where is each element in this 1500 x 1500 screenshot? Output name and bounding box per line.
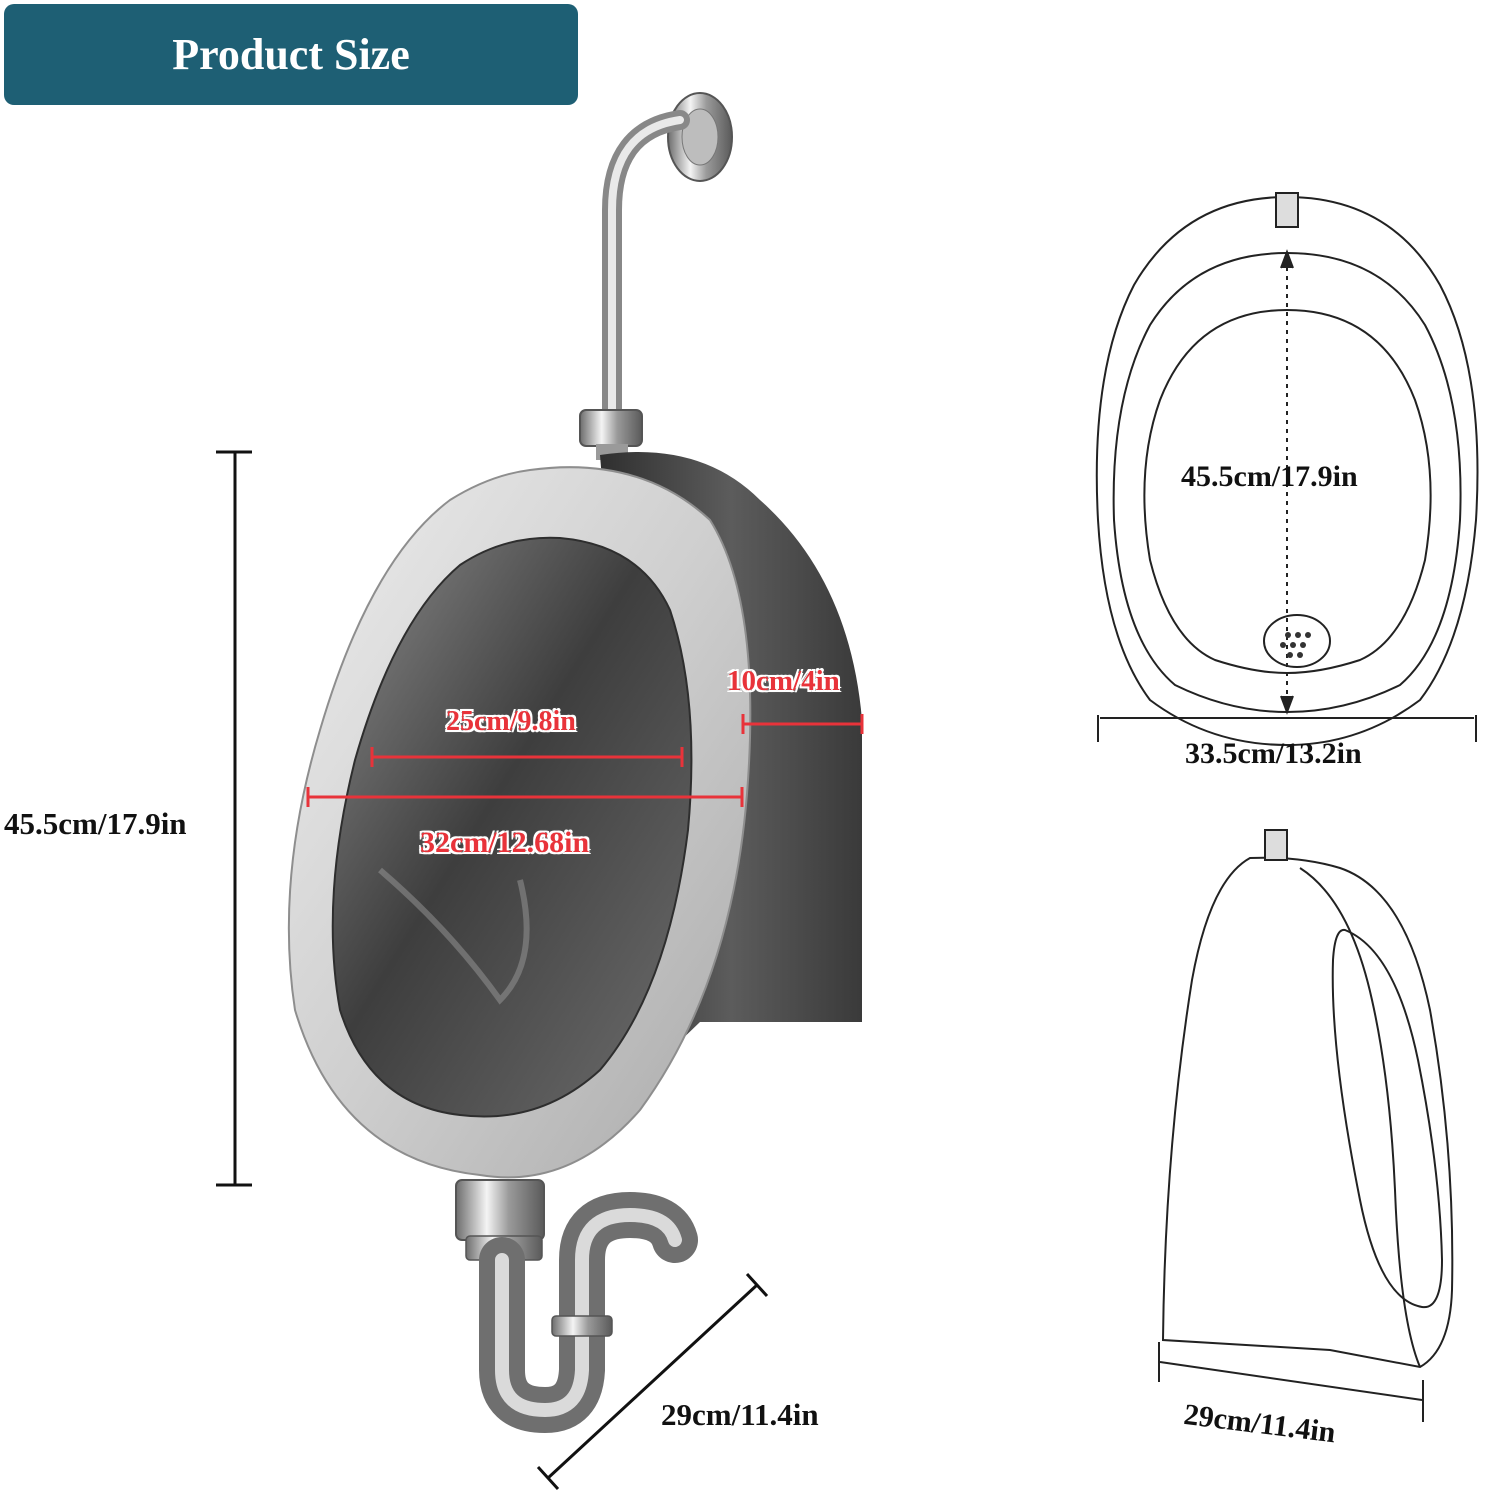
depth-dimension-line (536, 1272, 769, 1491)
drain-holes (1280, 632, 1311, 658)
front-width-label: 33.5cm/13.2in (1185, 737, 1362, 770)
front-height-label: 45.5cm/17.9in (1181, 460, 1358, 493)
inner-width-line (370, 747, 684, 767)
inner-width-label: 25cm/9.8in (446, 706, 576, 737)
height-dimension-line (216, 450, 252, 1187)
outer-width-label: 32cm/12.68in (420, 826, 590, 859)
front-view-drawing (1095, 192, 1479, 747)
rim-depth-line (741, 714, 864, 734)
depth-label: 29cm/11.4in (661, 1397, 819, 1432)
height-label: 45.5cm/17.9in (4, 806, 187, 841)
rim-depth-label: 10cm/4in (727, 665, 840, 697)
product-size-banner: Product Size (4, 4, 578, 105)
side-view-drawing (1158, 829, 1454, 1422)
drain-trap (455, 1179, 698, 1434)
urinal-body (287, 452, 862, 1179)
banner-title: Product Size (172, 30, 410, 79)
flush-pipe (579, 92, 733, 460)
outer-width-line (306, 787, 744, 807)
